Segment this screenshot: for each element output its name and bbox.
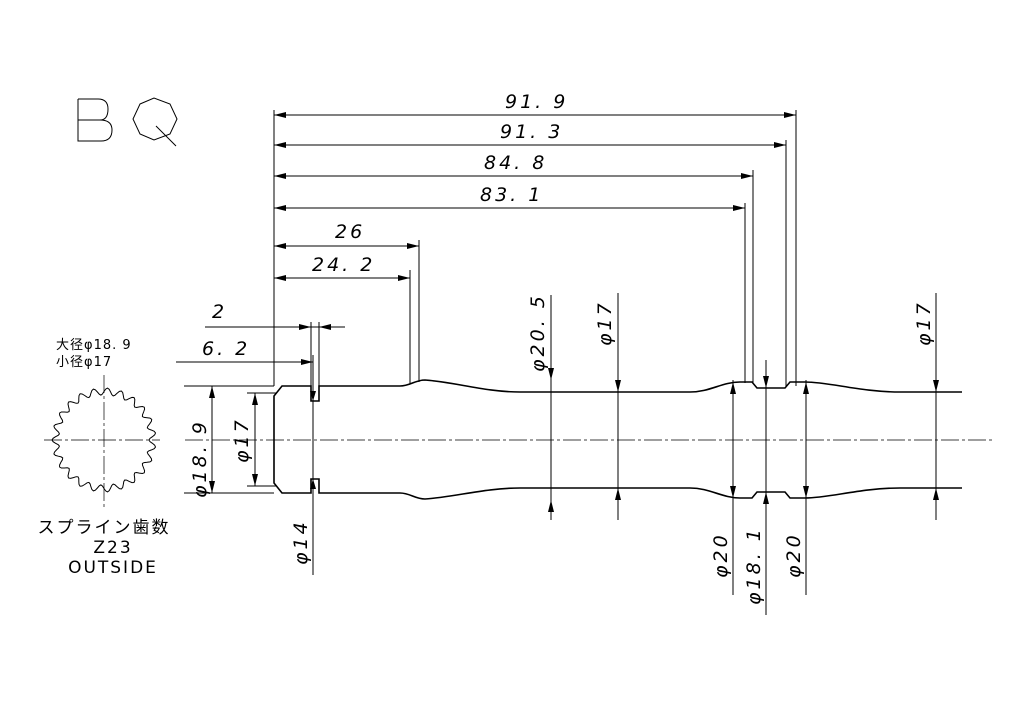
dim-length-24-2: 24. 2 (312, 254, 375, 276)
dim-length-2: 2 (212, 301, 227, 323)
extension-lines (184, 110, 937, 615)
dim-diameter-17-right: φ17 (913, 300, 935, 346)
spline-minor-diameter: 小径φ17 (56, 355, 112, 370)
spline-cross-section (51, 387, 157, 493)
dim-length-84-8: 84. 8 (484, 152, 547, 174)
shaft-outline (273, 379, 962, 500)
dim-diameter-14: φ14 (290, 519, 312, 565)
dim-length-6-2: 6. 2 (202, 338, 250, 360)
dim-length-26: 26 (335, 221, 365, 243)
dim-diameter-20-a: φ20 (710, 532, 732, 578)
dim-diameter-20-5: φ20. 5 (527, 293, 549, 372)
spline-teeth-title: スプライン歯数 (38, 518, 171, 538)
dim-diameter-18-9: φ18. 9 (189, 419, 211, 498)
dim-diameter-17-left: φ17 (231, 417, 253, 463)
dim-length-83-1: 83. 1 (480, 184, 543, 206)
dimension-arrows (209, 112, 939, 512)
spline-type: OUTSIDE (68, 558, 158, 578)
dim-length-91-9: 91. 9 (505, 91, 568, 113)
dim-diameter-18-1: φ18. 1 (743, 526, 765, 605)
dim-length-91-3: 91. 3 (500, 121, 563, 143)
spline-major-diameter: 大径φ18. 9 (56, 338, 132, 353)
part-code-mark (77, 97, 178, 147)
dim-diameter-20-b: φ20 (783, 532, 805, 578)
dim-diameter-17-mid: φ17 (594, 300, 616, 346)
spline-teeth-count: Z23 (93, 538, 132, 558)
